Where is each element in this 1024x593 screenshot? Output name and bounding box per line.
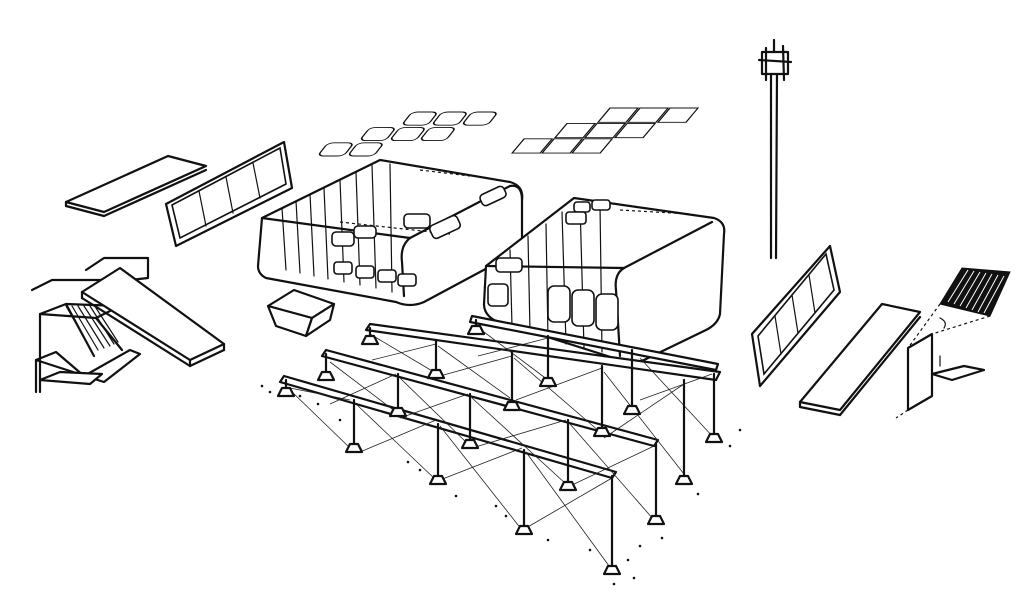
legs-middle-row — [316, 352, 666, 526]
legs-back-row — [360, 318, 724, 486]
wind-turbine-mast — [757, 38, 793, 260]
beam-middle — [320, 348, 660, 448]
access-ramp — [80, 266, 226, 368]
skylight-panels-right — [510, 107, 700, 154]
utility-box — [266, 288, 336, 338]
solar-panel — [895, 267, 1011, 419]
legs-front-row — [276, 378, 622, 576]
beam-rear-left — [468, 314, 720, 372]
window-frame-left — [164, 140, 294, 248]
entry-staircase — [30, 256, 150, 394]
steel-support-legs — [276, 314, 724, 576]
skylight-panels-left — [318, 111, 497, 157]
living-module-left — [256, 158, 524, 307]
roof-panel — [64, 154, 208, 218]
stair-treads — [64, 302, 124, 358]
bracing — [289, 325, 715, 571]
floor-plate-right — [798, 302, 922, 417]
living-module-right — [482, 196, 726, 364]
beam-front — [278, 374, 618, 480]
window-frame-right — [750, 244, 842, 388]
ground-stipple — [260, 384, 742, 586]
